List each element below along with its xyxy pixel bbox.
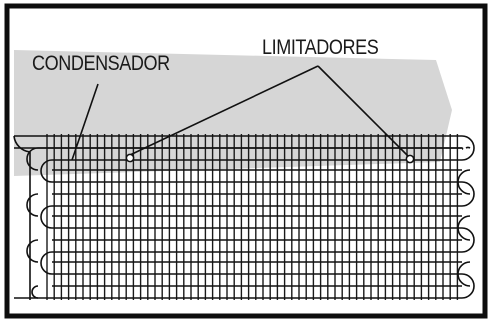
limiters-label: LIMITADORES (262, 36, 379, 59)
limitadores-leader-left (129, 65, 319, 156)
limiter-right-marker (405, 154, 415, 164)
limiter-left-marker (125, 153, 135, 163)
right-tube-bends (457, 169, 471, 287)
condensador-leader (71, 83, 99, 161)
wire-grid (46, 134, 459, 300)
condenser-label: CONDENSADOR (32, 52, 170, 75)
serpentine-tube-inner (38, 147, 464, 287)
limitadores-leader-right (317, 65, 409, 157)
diagram-frame (4, 3, 488, 319)
left-tube-bends (13, 135, 39, 300)
